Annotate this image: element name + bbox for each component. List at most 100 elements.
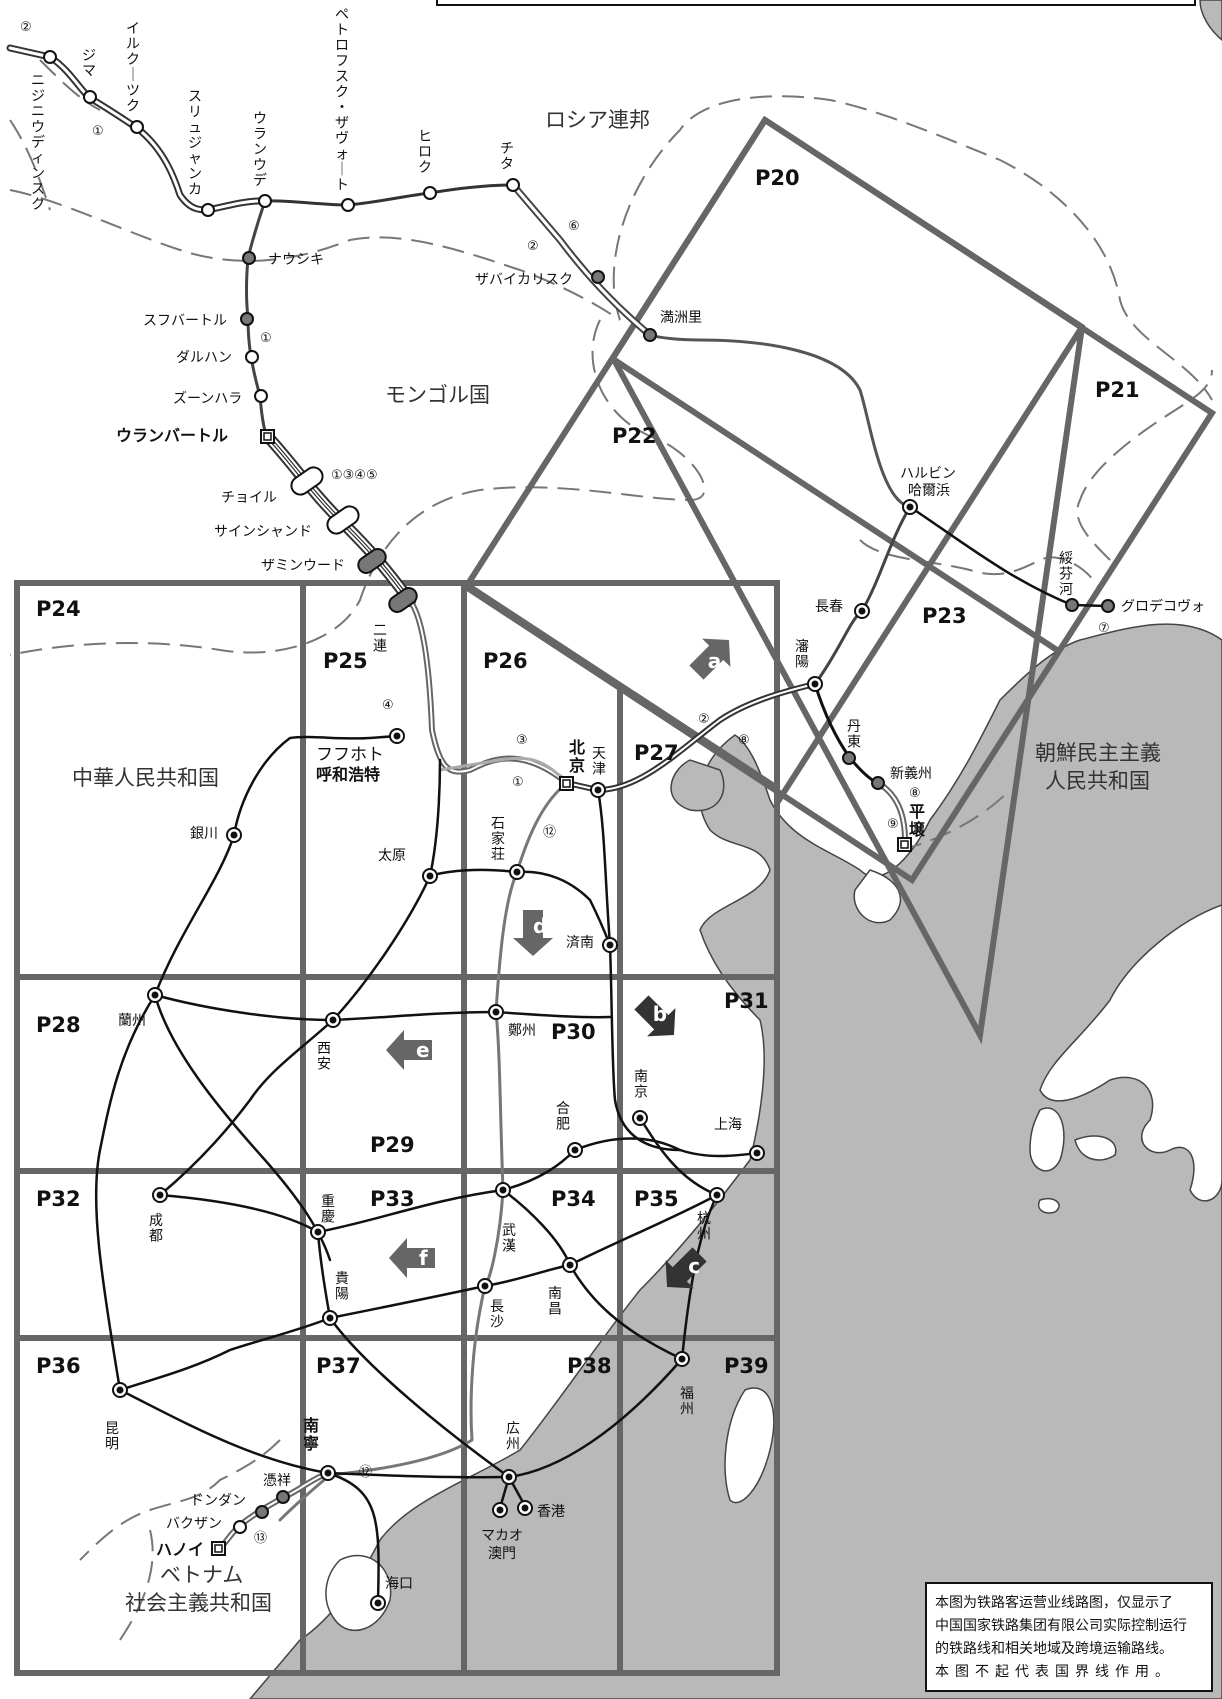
svg-text:②: ② <box>527 239 539 254</box>
page-p32: P32 <box>36 1187 81 1211</box>
label-zima: ジマ <box>82 48 96 80</box>
svg-text:e: e <box>416 1038 430 1062</box>
label-wuhan: 武漢 <box>502 1223 516 1255</box>
label-dongdang: ドンダン <box>190 1493 246 1509</box>
frame-p20-p21 <box>774 325 1085 805</box>
label-hohhot-kana: フフホト <box>316 745 384 765</box>
svg-text:⑬: ⑬ <box>254 1531 267 1546</box>
svg-text:a: a <box>708 649 722 673</box>
country-mongolia: モンゴル国 <box>385 383 490 407</box>
label-khilok: ヒロク <box>418 129 432 176</box>
page-p30: P30 <box>551 1020 596 1044</box>
label-yinchuan: 銀川 <box>190 826 218 842</box>
svg-text:⑧: ⑧ <box>738 733 750 748</box>
label-nizhneudinsk: ニジニウディンスク <box>31 73 45 213</box>
label-taiyuan: 太原 <box>378 848 406 864</box>
borders <box>9 59 1213 1641</box>
label-lanzhou: 蘭州 <box>118 1013 146 1029</box>
label-slyudyanka: スリュジャンカ <box>188 89 202 198</box>
border-china-russia-east <box>1076 369 1213 561</box>
island-japan <box>1039 904 1222 1202</box>
border-mongolia-china <box>9 319 706 656</box>
island-liaodong <box>853 869 901 924</box>
arrow-e: e <box>386 1030 432 1070</box>
label-macau-kana: マカオ <box>481 1528 523 1544</box>
label-petrovsk: ペトロフスク・ザヴォ｜ト <box>335 7 349 194</box>
label-grodekovo: グロデコヴォ <box>1121 598 1205 615</box>
label-sinuiju: 新義州 <box>890 765 932 782</box>
label-haikou: 海口 <box>385 1576 413 1592</box>
label-xian: 西安 <box>317 1041 331 1073</box>
border-china-dprk <box>859 539 1101 591</box>
border-dprk-south <box>899 789 1011 851</box>
frame-p20-p22 <box>611 356 1062 655</box>
svg-text:⑧: ⑧ <box>909 786 921 801</box>
note-line-4: 本图不起代表国界线作用。 <box>935 1664 1175 1680</box>
page-p26: P26 <box>483 649 528 673</box>
border-mongolia-west2 <box>39 59 101 111</box>
label-erlian: 二連 <box>373 623 387 655</box>
label-changsha: 長沙 <box>490 1299 504 1331</box>
station-labels: ニジニウディンスク ジマ イルク｜ツク スリュジャンカ ウランウデ ペトロフスク… <box>31 7 1205 1592</box>
svg-text:b: b <box>653 1002 667 1026</box>
label-shanghai: 上海 <box>714 1117 742 1133</box>
svg-text:①: ① <box>512 775 524 790</box>
page-p27: P27 <box>634 741 679 765</box>
svg-text:④: ④ <box>382 698 394 713</box>
svg-text:f: f <box>419 1246 428 1270</box>
svg-text:⑥: ⑥ <box>568 219 580 234</box>
border-laos <box>119 1529 154 1641</box>
svg-text:①③④⑤: ①③④⑤ <box>331 468 378 483</box>
label-guangzhou: 広州 <box>506 1421 520 1453</box>
svg-text:⑫: ⑫ <box>543 825 556 840</box>
label-chongqing: 重慶 <box>321 1194 335 1226</box>
label-naushki: ナウシキ <box>268 252 324 268</box>
page-p24: P24 <box>36 597 81 621</box>
page-p35: P35 <box>634 1187 679 1211</box>
label-zabaykalsk: ザバイカリスク <box>475 272 573 288</box>
page-p38: P38 <box>567 1354 612 1378</box>
label-beijing: 北京 <box>569 738 585 775</box>
arrow-f: f <box>389 1238 435 1278</box>
svg-text:c: c <box>688 1254 700 1278</box>
border-russia-china-north <box>612 95 1213 401</box>
page-p31: P31 <box>724 989 769 1013</box>
label-macau: 澳門 <box>488 1546 516 1562</box>
arrow-d: d <box>513 910 553 956</box>
sea-main <box>249 623 1222 1699</box>
svg-text:①: ① <box>260 331 272 346</box>
label-shijiazhuang: 石家荘 <box>491 816 505 863</box>
label-hohhot: 呼和浩特 <box>316 765 380 784</box>
border-russia-mongolia <box>9 189 621 321</box>
label-dandong: 丹東 <box>847 719 861 751</box>
page-p23: P23 <box>922 604 967 628</box>
line-transsib <box>6 44 654 339</box>
top-frame <box>436 0 1196 6</box>
country-vietnam-2: 社会主義共和国 <box>125 1591 272 1615</box>
label-ulaanbaatar: ウランバートル <box>116 426 228 445</box>
label-changchun: 長春 <box>815 599 843 615</box>
label-sukhbaatar: スフバートル <box>143 313 227 329</box>
svg-text:①: ① <box>92 124 104 139</box>
label-shenyang: 瀋陽 <box>795 638 809 671</box>
label-tianjin: 天津 <box>592 746 606 778</box>
island-taiwan <box>724 1387 775 1504</box>
label-choir: チョイル <box>221 490 277 506</box>
label-hanoi: ハノイ <box>156 1540 204 1559</box>
disclaimer-note: 本图为铁路客运营业线路图，仅显示了 中国国家铁路集团有限公司实际控制运行 的铁路… <box>925 1582 1213 1692</box>
page-p39: P39 <box>724 1354 769 1378</box>
country-vietnam-1: ベトナム <box>160 1563 243 1587</box>
nav-arrows: a b c d e f <box>386 638 731 1289</box>
label-pyongyang: 平壌 <box>909 802 926 839</box>
svg-text:③: ③ <box>516 733 528 748</box>
label-nanchang: 南昌 <box>548 1286 562 1318</box>
frame-rotated-outer <box>461 115 1217 885</box>
note-line-1: 本图为铁路客运营业线路图，仅显示了 <box>935 1595 1173 1611</box>
island-hainan <box>325 1554 392 1631</box>
island-jeju <box>1038 1198 1060 1214</box>
label-hefei: 合肥 <box>556 1101 570 1133</box>
country-russia: ロシア連邦 <box>545 108 650 132</box>
arrow-b: b <box>634 995 676 1037</box>
page-p25: P25 <box>323 649 368 673</box>
label-sainshand: サインシャンド <box>214 524 312 540</box>
